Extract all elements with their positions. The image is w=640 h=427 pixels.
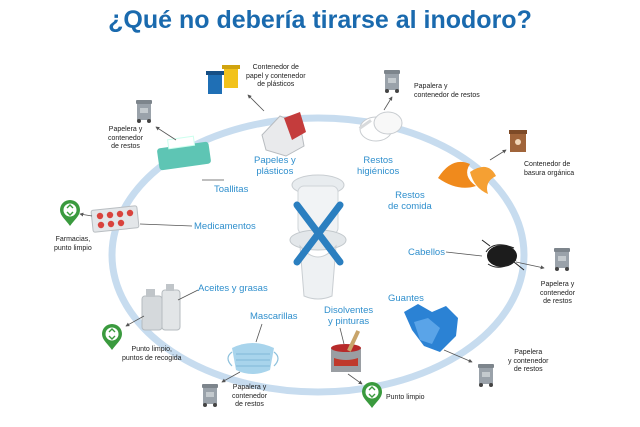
recycle-marker-icon (101, 323, 123, 351)
item-label-mascarillas: Mascarillas (250, 311, 298, 322)
face-mask-icon (227, 343, 279, 374)
item-label-papeles-plasticos: Papeles y plásticos (254, 155, 296, 177)
item-label-restos-comida: Restos de comida (388, 190, 432, 212)
destination-label-aceites-grasas: Punto limpio, puntos de recogida (122, 346, 182, 362)
cotton-pads-icon (358, 111, 403, 142)
oil-bottles-icon (141, 284, 181, 331)
toilet-crossed-out-icon (289, 174, 347, 300)
item-label-disolventes-pinturas: Disolventes y pinturas (324, 305, 374, 327)
recycle-marker-icon (59, 199, 81, 227)
destination-label-restos-comida: Contenedor de basura orgánica (524, 161, 575, 177)
blue-yellow-bins-icon (206, 65, 240, 94)
item-label-restos-higienicos: Restos higiénicos (357, 155, 400, 177)
recycle-marker-icon (361, 381, 383, 409)
page-title: ¿Qué no debería tirarse al inodoro? (108, 6, 532, 34)
grey-bin-icon (478, 364, 494, 387)
destination-label-mascarillas: Papalera y contenedor de restos (232, 384, 268, 408)
paint-can-icon (331, 330, 361, 372)
item-label-guantes: Guantes (388, 293, 424, 304)
cycle-ring (108, 114, 528, 396)
destination-label-papeles-plasticos: Contenedor de papel y contenedor de plás… (246, 64, 306, 88)
hair-clump-icon (481, 239, 525, 271)
orange-peel-icon (438, 161, 496, 194)
brown-bin-icon (509, 130, 527, 152)
destination-label-restos-higienicos: Papalera y contenedor de restos (414, 83, 480, 99)
item-label-toallitas: Toallitas (214, 184, 249, 195)
destination-label-guantes: Papelera y contenedor de restos (508, 349, 549, 373)
grey-bin-icon (554, 248, 570, 271)
gloves-icon (404, 304, 458, 352)
destination-label-medicamentos: Farmacias, punto limpio (54, 236, 92, 252)
grey-bin-icon (136, 100, 152, 123)
destination-label-disolventes-pinturas: Punto limpio (386, 394, 425, 401)
destination-label-toallitas: Papelera y contenedor de restos (108, 126, 144, 150)
pill-blister-icon (90, 205, 140, 233)
item-label-cabellos: Cabellos (408, 247, 445, 258)
paper-plastics-icon (261, 112, 306, 157)
item-label-medicamentos: Medicamentos (194, 221, 256, 232)
destination-label-cabellos: Papelera y contenedor de restos (540, 281, 576, 305)
grey-bin-icon (202, 384, 218, 407)
item-label-aceites-grasas: Aceites y grasas (198, 283, 268, 294)
grey-bin-icon (384, 70, 400, 93)
